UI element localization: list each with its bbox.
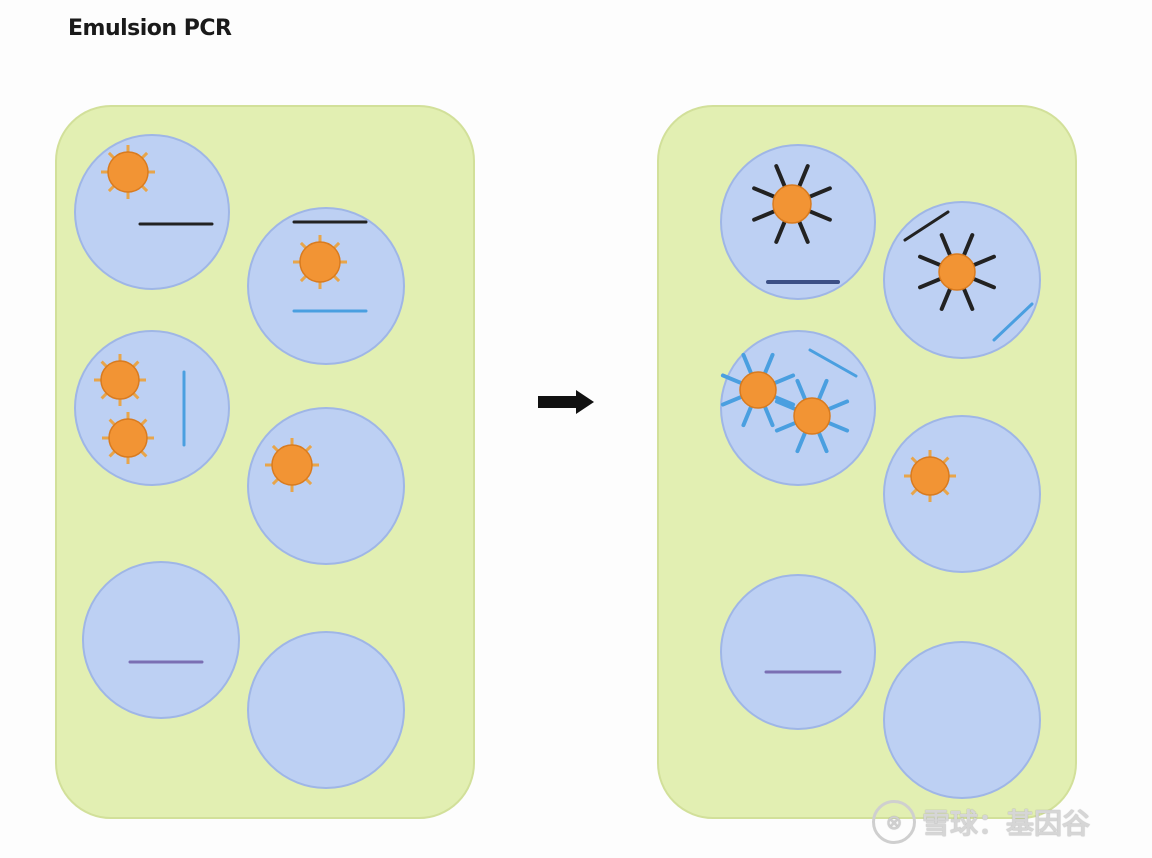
water-droplet — [247, 631, 405, 789]
bead-core — [739, 371, 777, 409]
amplified-bead — [752, 164, 832, 244]
snowball-logo-icon: ⊗ — [872, 800, 916, 844]
bead-core — [100, 360, 140, 400]
water-droplet — [247, 407, 405, 565]
bead-core — [793, 397, 831, 435]
capture-bead — [293, 235, 347, 289]
bead-core — [938, 253, 976, 291]
diagram-title: Emulsion PCR — [68, 16, 232, 41]
water-droplet — [82, 561, 240, 719]
bead-core — [910, 456, 950, 496]
bead-core — [108, 418, 148, 458]
arrow-head — [576, 390, 594, 414]
panel-before-amplification — [55, 105, 475, 819]
capture-bead — [101, 145, 155, 199]
capture-bead — [102, 412, 154, 464]
amplified-bead — [918, 233, 996, 311]
watermark-text: 雪球：基因谷 — [922, 807, 1091, 840]
amplified-bead — [720, 352, 796, 428]
water-droplet — [74, 330, 230, 486]
process-arrow — [538, 390, 594, 414]
bead-core — [107, 151, 149, 193]
water-droplet — [720, 574, 876, 730]
amplified-bead — [774, 378, 850, 454]
capture-bead — [94, 354, 146, 406]
bead-core — [299, 241, 341, 283]
capture-bead — [904, 450, 956, 502]
watermark: ⊗ 雪球：基因谷 — [872, 800, 1090, 844]
water-droplet — [247, 207, 405, 365]
bead-core — [772, 184, 812, 224]
water-droplet — [883, 641, 1041, 799]
dna-template — [992, 302, 1034, 342]
dna-template — [808, 348, 858, 378]
bead-core — [271, 444, 313, 486]
dna-template — [903, 210, 950, 242]
arrow-shaft — [538, 396, 578, 408]
panel-after-amplification — [657, 105, 1077, 819]
water-droplet — [74, 134, 230, 290]
capture-bead — [265, 438, 319, 492]
water-droplet — [883, 415, 1041, 573]
